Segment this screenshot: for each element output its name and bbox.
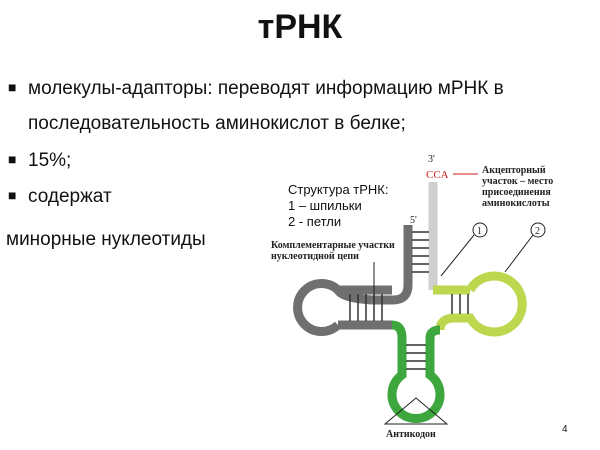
anticodon-marker	[383, 397, 449, 425]
legend-item-hairpins: 1 – шпильки	[288, 198, 362, 213]
bullet-marker-icon: ■	[8, 151, 17, 167]
hairpin-marker-label: 1	[477, 226, 482, 237]
bullet-item: ■ 15%;	[8, 150, 71, 172]
acceptor-label-line1: Акцепторный	[482, 165, 546, 176]
anticodon-stem-base-pairs	[406, 344, 426, 370]
anticodon-label: Антикодон	[386, 429, 436, 440]
five-prime-label: 5'	[410, 215, 417, 226]
structure-legend: Структура тРНК: 1 – шпильки 2 - петли	[288, 182, 388, 230]
hairpin-marker-icon	[472, 222, 488, 238]
hairpin-pointer	[440, 234, 475, 277]
t-arm-base-pairs	[451, 294, 469, 314]
complementary-label-line1: Комплементарные участки	[271, 240, 395, 251]
bullet-text: последовательность аминокислот в белке;	[28, 113, 406, 134]
bullet-marker-icon: ■	[8, 79, 17, 95]
d-arm-base-pairs	[349, 294, 383, 321]
complementary-label-line2: нуклеотидной цепи	[271, 251, 359, 262]
bullet-text: молекулы-адапторы: переводят информацию …	[28, 78, 504, 99]
bullet-text: минорные нуклеотиды	[6, 229, 206, 250]
legend-heading: Структура тРНК:	[288, 182, 389, 197]
anticodon-arm-loop	[387, 320, 445, 423]
acceptor-label-line4: аминокислоты	[482, 198, 550, 209]
page-number: 4	[562, 424, 568, 435]
bullet-continuation: минорные нуклеотиды	[6, 229, 206, 251]
bullet-item: ■ молекулы-адапторы: переводят информацию…	[8, 78, 504, 100]
bullet-item: ■ содержат	[8, 186, 112, 208]
acceptor-stem-base-pairs	[412, 231, 429, 273]
loop-pointer	[504, 234, 534, 273]
acceptor-label-line3: присоединения	[482, 187, 551, 198]
loop-marker-label: 2	[535, 226, 540, 237]
acceptor-label-line2: участок – место	[482, 176, 553, 187]
three-prime-label: 3'	[428, 154, 435, 165]
slide-title: тРНК	[257, 8, 343, 46]
t-arm-loop	[433, 271, 527, 337]
bullet-marker-icon: ■	[8, 187, 17, 203]
bullet-text: содержат	[28, 186, 112, 207]
bullet-text: 15%;	[28, 150, 72, 171]
legend-item-loops: 2 - петли	[288, 214, 342, 229]
five-prime-strand	[372, 225, 413, 305]
bullet-continuation: последовательность аминокислот в белке;	[8, 113, 406, 135]
loop-marker-icon	[530, 222, 546, 238]
cca-label: CCA	[426, 169, 449, 181]
